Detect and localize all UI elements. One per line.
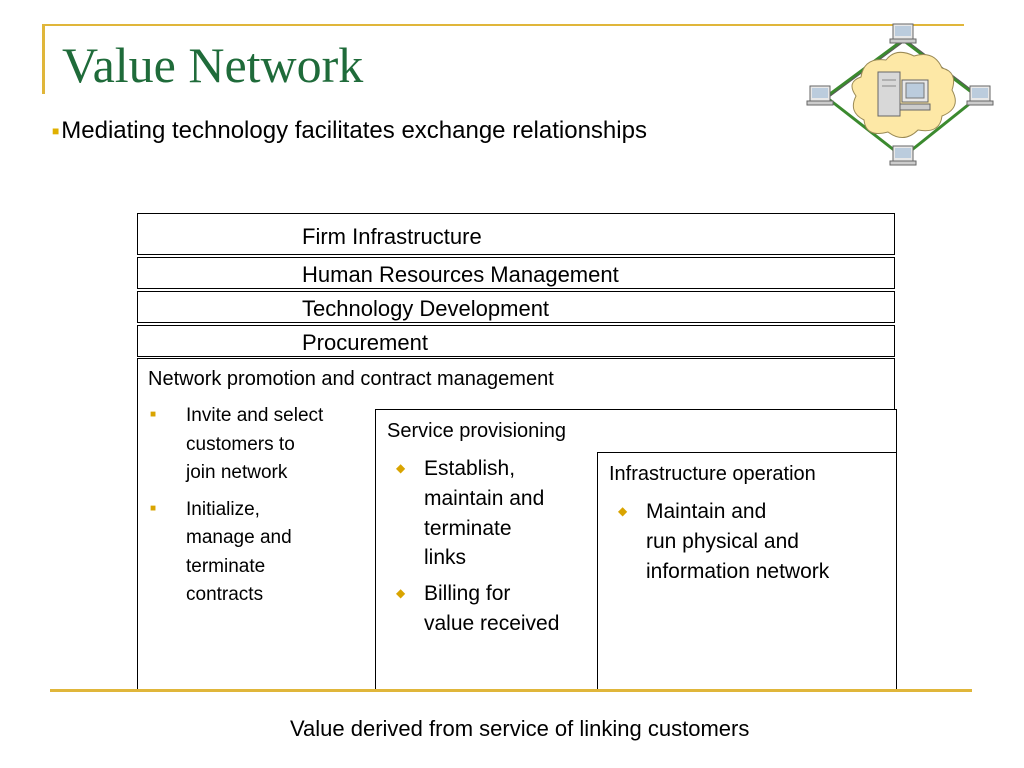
support-bar-firm-infrastructure: Firm Infrastructure [137, 213, 895, 255]
accent-line-top [42, 24, 964, 26]
accent-line-vertical [42, 24, 45, 94]
infrastructure-operation-list: ◆ Maintain and run physical and informat… [608, 497, 888, 594]
list-item: ■ Invite and select customers to join ne… [150, 405, 324, 483]
list-item: ◆ Maintain and run physical and informat… [618, 500, 830, 583]
service-provisioning-heading: Service provisioning [387, 420, 566, 442]
support-bar-label: Procurement [302, 330, 428, 355]
accent-line-bottom [50, 689, 972, 692]
slide-subtitle: ■Mediating technology facilitates exchan… [52, 117, 647, 144]
list-item: ◆ Billing for value received [396, 582, 560, 636]
square-bullet-icon: ■ [150, 502, 157, 514]
list-item: ◆ Establish, maintain and terminate link… [396, 457, 545, 570]
list-item: ■ Initialize, manage and terminate contr… [150, 498, 292, 606]
support-bar-hr-management: Human Resources Management [137, 257, 895, 289]
service-provisioning-list: ◆ Establish, maintain and terminate link… [386, 454, 596, 645]
diamond-bullet-icon: ◆ [396, 461, 406, 475]
diamond-bullet-icon: ◆ [618, 504, 628, 518]
support-bar-technology-development: Technology Development [137, 291, 895, 323]
subtitle-text: Mediating technology facilitates exchang… [61, 117, 647, 144]
slide-footer: Value derived from service of linking cu… [290, 716, 750, 741]
infrastructure-operation-box: Infrastructure operation ◆ Maintain and … [597, 452, 897, 691]
square-bullet-icon: ■ [52, 124, 60, 139]
support-bar-label: Technology Development [302, 296, 550, 321]
computer-network-icon [806, 23, 994, 166]
support-bar-label: Firm Infrastructure [302, 224, 482, 249]
slide-title: Value Network [62, 37, 364, 93]
network-promotion-list: ■ Invite and select customers to join ne… [148, 402, 368, 618]
support-bar-label: Human Resources Management [302, 262, 619, 287]
diamond-bullet-icon: ◆ [396, 586, 406, 601]
support-bar-procurement: Procurement [137, 325, 895, 357]
infrastructure-operation-heading: Infrastructure operation [609, 463, 816, 485]
network-promotion-heading: Network promotion and contract managemen… [148, 368, 554, 390]
square-bullet-icon: ■ [150, 409, 157, 420]
